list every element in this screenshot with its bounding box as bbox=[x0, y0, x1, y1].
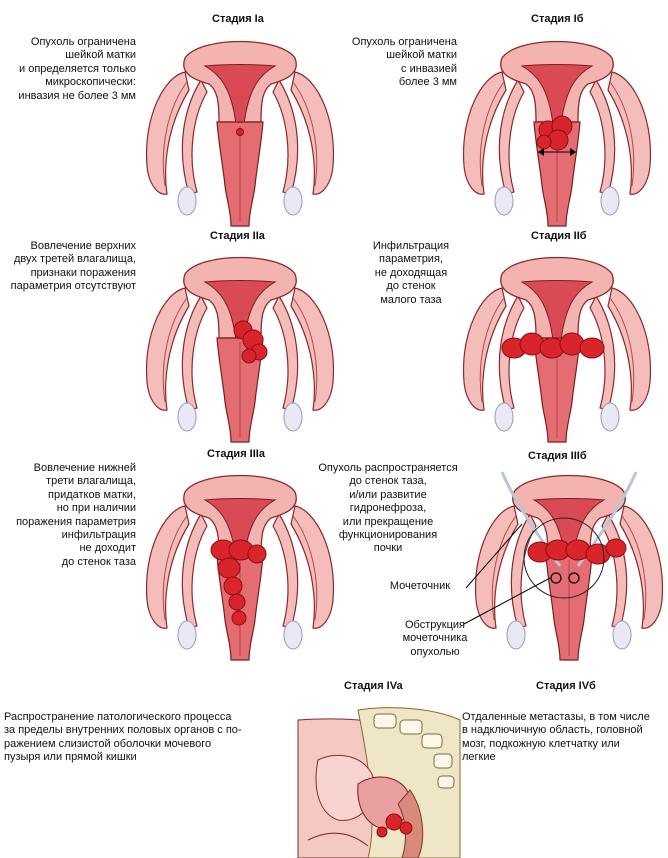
stage-4a-title: Стадия IVa bbox=[344, 680, 403, 692]
tumor-mass bbox=[233, 320, 268, 364]
stage-2a-title: Стадия IIа bbox=[210, 230, 265, 242]
tumor-dot bbox=[236, 128, 244, 136]
parametrium-infiltration bbox=[501, 332, 605, 359]
sacrum-vertebrae bbox=[373, 713, 455, 789]
ureter-obstruction-right bbox=[568, 572, 580, 584]
stage-2b-title: Стадия IIб bbox=[531, 230, 587, 242]
tumor-mass bbox=[210, 539, 267, 626]
stage-2b-description: Инфильтрация параметрия, не доходящая до… bbox=[372, 240, 450, 306]
stage-1a-description: Опухоль ограничена шейкой матки и опреде… bbox=[18, 36, 136, 102]
stage-1b-description: Опухоль ограничена шейкой матки с инвази… bbox=[351, 36, 457, 89]
tumor-mass bbox=[527, 538, 627, 565]
stage-3a-description: Вовлечение нижней трети влагалища, прида… bbox=[16, 462, 136, 568]
ureter-obstruction-left bbox=[550, 572, 562, 584]
stage-3b-title: Стадия IIIб bbox=[528, 450, 587, 462]
stage-1b-diagram bbox=[462, 40, 652, 227]
stage-4b-description: Отдаленные метастазы, в том числе в надк… bbox=[462, 711, 650, 764]
stage-1b-title: Стадия Iб bbox=[531, 13, 584, 25]
stage-4-sagittal-diagram bbox=[297, 707, 461, 858]
stage-3b-diagram bbox=[463, 471, 664, 661]
stage-1a-title: Стадия Iа bbox=[212, 13, 264, 25]
invasion-depth-arrow bbox=[538, 148, 576, 156]
tumor-mass bbox=[376, 813, 413, 838]
stage-4a-description: Распространение патологического процесса… bbox=[4, 711, 242, 764]
stage-3a-title: Стадия IIIа bbox=[207, 448, 265, 460]
stage-3a-diagram bbox=[145, 474, 335, 661]
ureter-leader-line bbox=[465, 523, 523, 589]
stage-3b-description: Опухоль распространяется до стенок таза,… bbox=[318, 462, 458, 555]
stage-2a-diagram bbox=[145, 256, 335, 443]
stage-1a-diagram bbox=[145, 40, 335, 227]
ureter-obstruction-label: Обструкция мочеточника опухолью bbox=[402, 619, 468, 658]
tumor-mass bbox=[536, 115, 573, 151]
pelvic-outline bbox=[523, 517, 605, 599]
stage-2a-description: Вовлечение верхних двух третей влагалища… bbox=[10, 240, 136, 293]
ureter-label: Мочеточник bbox=[389, 580, 451, 592]
obstruction-leader-line bbox=[463, 577, 551, 625]
stage-2b-diagram bbox=[462, 256, 652, 443]
stage-4b-title: Стадия IVб bbox=[536, 680, 596, 692]
